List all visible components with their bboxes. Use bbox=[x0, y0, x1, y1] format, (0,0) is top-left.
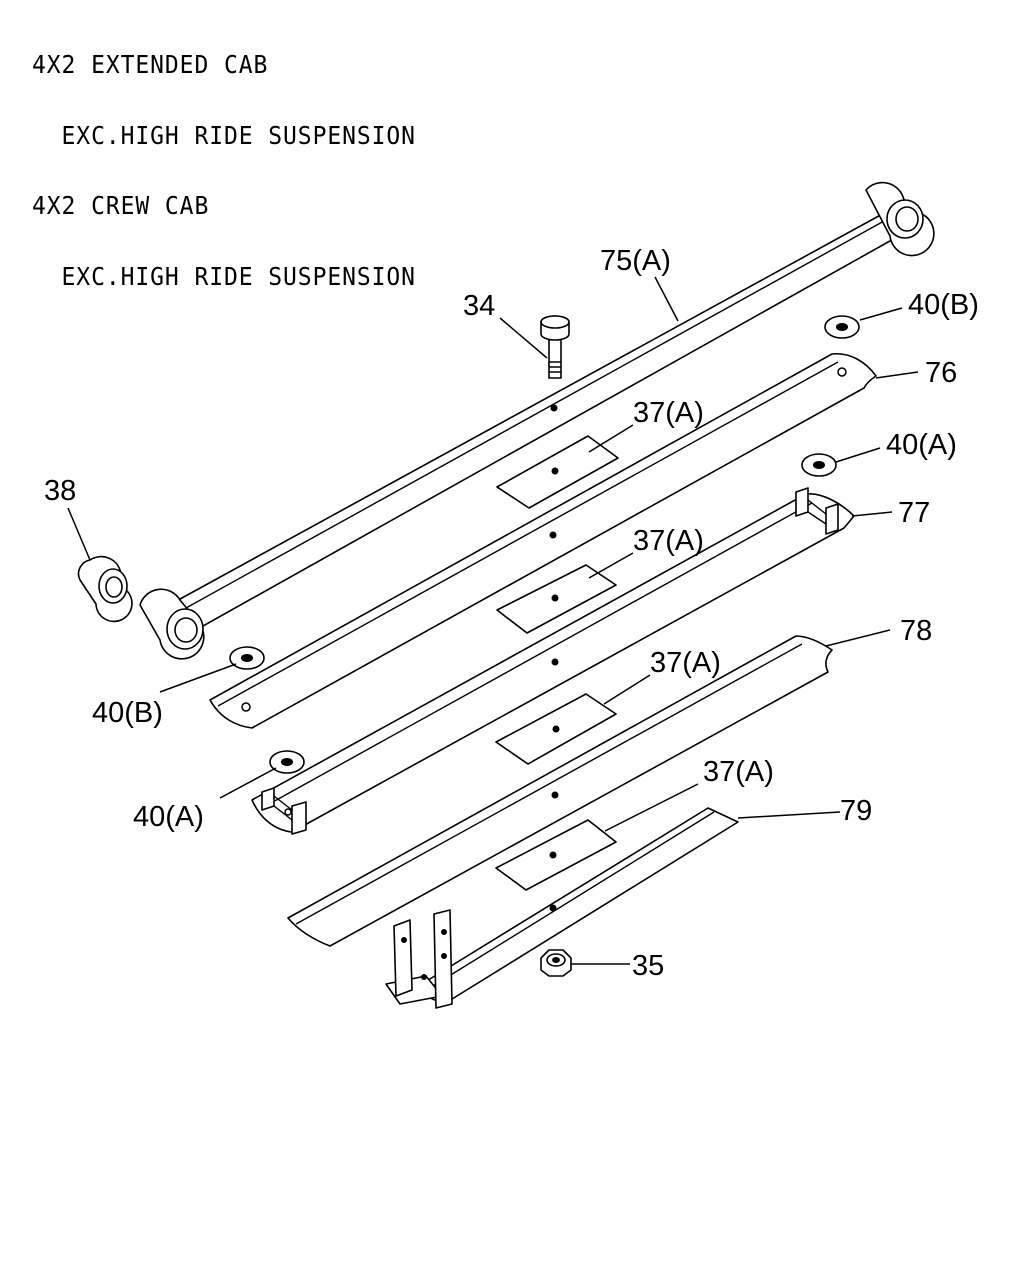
leaf-76[interactable] bbox=[209, 352, 877, 729]
label-40b-top: 40(B) bbox=[908, 289, 979, 321]
label-79: 79 bbox=[840, 795, 872, 827]
header-line-2: EXC.HIGH RIDE SUSPENSION bbox=[32, 120, 416, 150]
label-38: 38 bbox=[44, 475, 76, 507]
nut-35[interactable] bbox=[540, 949, 572, 977]
label-37a-3: 37(A) bbox=[650, 647, 721, 679]
label-37a-4: 37(A) bbox=[703, 756, 774, 788]
washer-40b-left[interactable] bbox=[229, 646, 265, 670]
header-line-4: EXC.HIGH RIDE SUSPENSION bbox=[32, 261, 416, 291]
leaf-77-with-clips[interactable] bbox=[251, 487, 855, 835]
header-line-3: 4X2 CREW CAB bbox=[32, 191, 210, 220]
leaf-78[interactable] bbox=[287, 635, 833, 947]
bushing-38[interactable] bbox=[77, 555, 133, 623]
label-40a-left: 40(A) bbox=[133, 801, 204, 833]
label-40b-left: 40(B) bbox=[92, 697, 163, 729]
main-leaf-75a[interactable] bbox=[139, 181, 935, 660]
label-40a-top: 40(A) bbox=[886, 429, 957, 461]
applicability-header: 4X2 EXTENDED CAB EXC.HIGH RIDE SUSPENSIO… bbox=[32, 6, 449, 312]
washer-40b-top[interactable] bbox=[824, 315, 860, 339]
washer-40a-top[interactable] bbox=[801, 453, 837, 477]
label-75a: 75(A) bbox=[600, 245, 671, 277]
label-35: 35 bbox=[632, 950, 664, 982]
center-bolt-34[interactable] bbox=[540, 315, 570, 379]
label-34: 34 bbox=[463, 290, 495, 322]
leaf-79-with-bracket[interactable] bbox=[385, 807, 739, 1009]
header-line-1: 4X2 EXTENDED CAB bbox=[32, 50, 269, 79]
leader-lines bbox=[67, 276, 919, 965]
callout-labels: 75(A) 34 40(B) 76 37(A) 40(A) 38 77 37(A… bbox=[44, 245, 979, 982]
label-78: 78 bbox=[900, 615, 932, 647]
label-37a-1: 37(A) bbox=[633, 397, 704, 429]
label-77: 77 bbox=[898, 497, 930, 529]
washer-40a-left[interactable] bbox=[269, 750, 305, 774]
label-76: 76 bbox=[925, 357, 957, 389]
label-37a-2: 37(A) bbox=[633, 525, 704, 557]
